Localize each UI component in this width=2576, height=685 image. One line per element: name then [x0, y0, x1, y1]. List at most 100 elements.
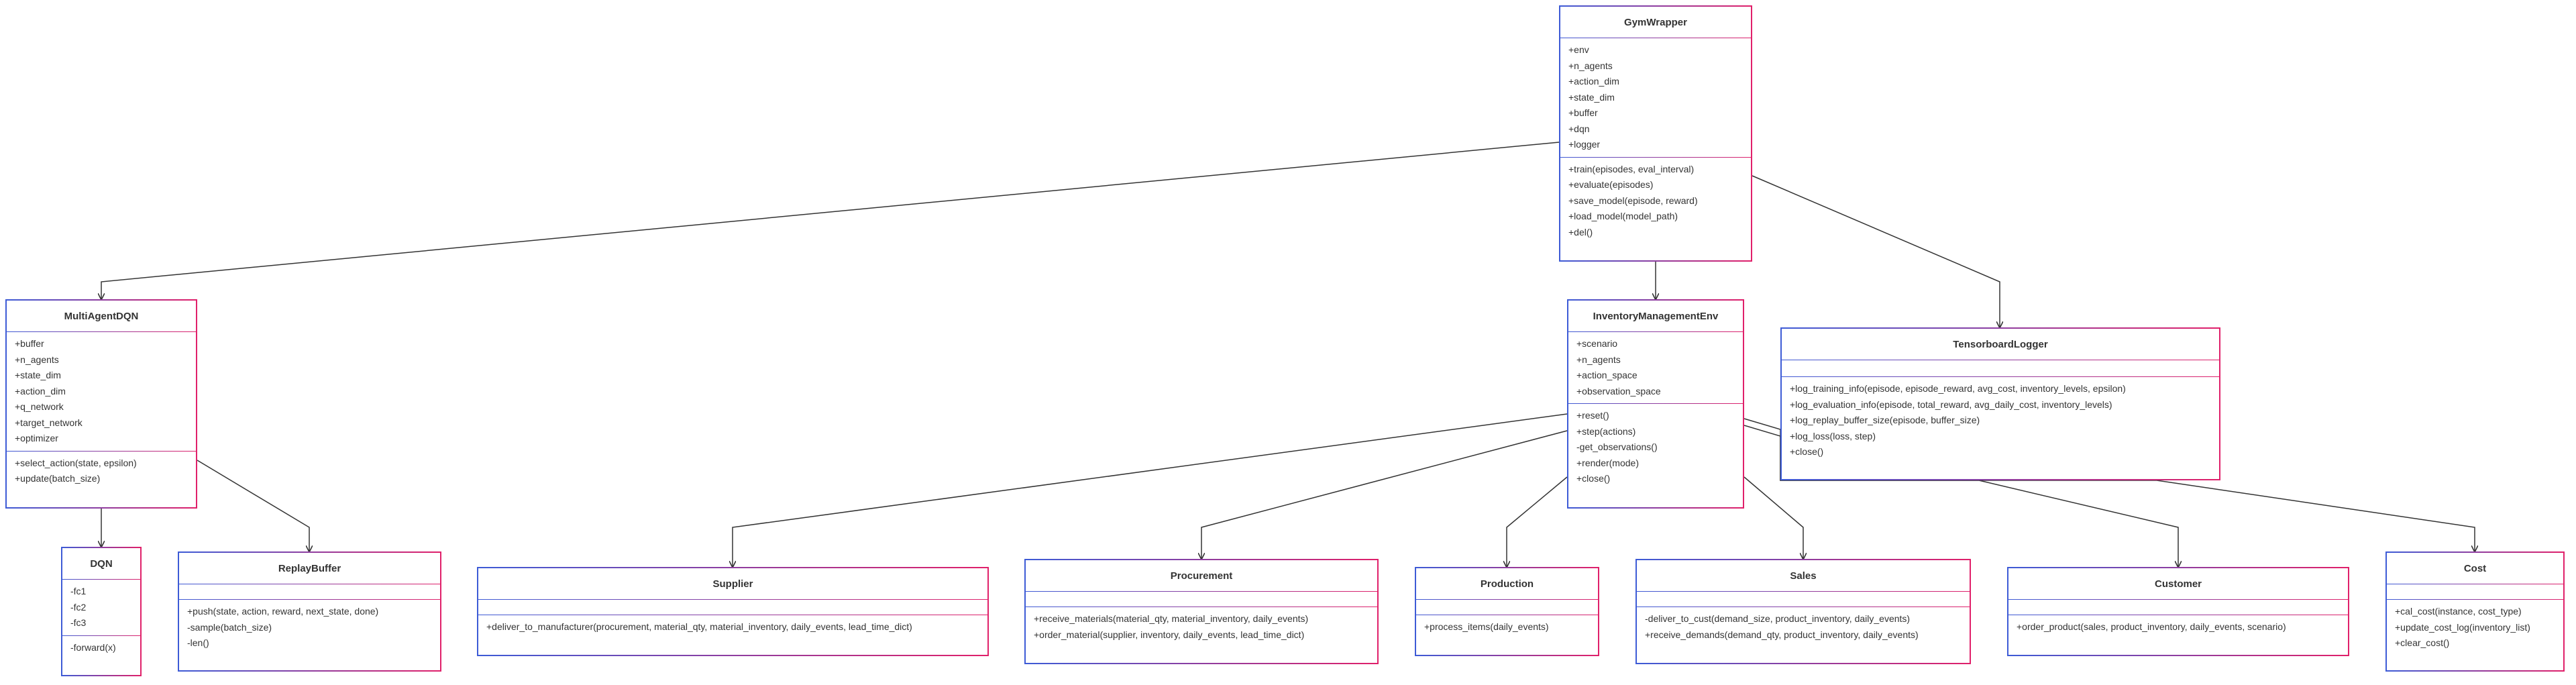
- class-method: +update_cost_log(inventory_list): [2395, 621, 2530, 633]
- class-divider: [7, 450, 196, 452]
- class-box-tensorboard-logger: TensorboardLogger +log_training_info(epis…: [1780, 327, 2220, 480]
- class-divider: [1026, 591, 1377, 592]
- edge-gym-wrapper-to-tensorboard-logger: [1752, 175, 2000, 327]
- class-attribute: +buffer: [15, 338, 44, 349]
- class-method: +clear_cost(): [2395, 637, 2450, 648]
- class-attribute: +n_agents: [1568, 60, 1613, 71]
- class-method: +save_model(episode, reward): [1568, 195, 1698, 206]
- class-attribute: +dqn: [1568, 123, 1590, 134]
- class-box-procurement: Procurement +receive_materials(material_q…: [1024, 559, 1379, 664]
- class-attributes: +env+n_agents+action_dim+state_dim+buffe…: [1560, 38, 1751, 157]
- class-attributes: [1416, 600, 1598, 615]
- class-method: +close(): [1576, 473, 1611, 484]
- class-attribute: +state_dim: [15, 370, 61, 380]
- class-method: +process_items(daily_events): [1424, 621, 1549, 632]
- class-methods: +push(state, action, reward, next_state,…: [179, 600, 440, 655]
- class-divider: [1560, 156, 1751, 158]
- class-attributes: +buffer+n_agents+state_dim+action_dim+q_…: [7, 332, 196, 451]
- class-attributes: [179, 584, 440, 599]
- class-attributes: [2008, 600, 2348, 615]
- class-divider: [1568, 403, 1743, 404]
- edge-inventory-env-to-production: [1507, 476, 1568, 567]
- class-attribute: +state_dim: [1568, 91, 1615, 103]
- class-method: +order_material(supplier, inventory, dai…: [1034, 629, 1305, 640]
- class-box-multi-agent-dqn: MultiAgentDQN +buffer +n_agents +state_dim +…: [5, 299, 197, 509]
- class-methods: +process_items(daily_events): [1416, 615, 1598, 639]
- class-method: -sample(batch_size): [187, 621, 272, 633]
- class-methods: +cal_cost(instance, cost_type) +update_co…: [2387, 600, 2563, 655]
- class-methods: +deliver_to_manufacturer(procurement, ma…: [478, 615, 987, 639]
- class-methods: +train(episodes, eval_interval)+evaluate…: [1560, 158, 1751, 245]
- class-divider: [1416, 599, 1598, 600]
- class-attribute: -fc2: [70, 601, 87, 613]
- class-divider: [62, 579, 140, 580]
- edge-gym-wrapper-to-multi-agent-dqn: [101, 142, 1560, 299]
- edge-inventory-env-to-sales: [1743, 476, 1803, 559]
- class-methods: -deliver_to_cust(demand_size, product_in…: [1637, 607, 1970, 647]
- class-attribute: +scenario: [1576, 338, 1618, 349]
- class-box-cost: Cost +cal_cost(instance, cost_type) +updat…: [2385, 551, 2565, 672]
- class-box-sales: Sales -deliver_to_cust(demand_size, produ…: [1635, 559, 1971, 664]
- class-method: +deliver_to_manufacturer(procurement, ma…: [486, 621, 912, 632]
- class-method: +close(): [1790, 446, 1824, 457]
- edge-inventory-env-to-cost: [1743, 418, 2475, 551]
- class-name: Cost: [2463, 562, 2487, 574]
- class-attributes: [478, 600, 987, 615]
- class-attribute: +n_agents: [15, 354, 59, 365]
- class-attribute: -fc1: [70, 586, 87, 596]
- class-box-dqn: DQN-fc1-fc2-fc3-forward(x): [61, 547, 142, 676]
- class-attribute: -fc3: [70, 617, 87, 628]
- class-methods: +log_training_info(episode, episode_rewa…: [1782, 377, 2219, 464]
- class-attributes: [1782, 360, 2219, 376]
- class-name: Production: [1480, 578, 1534, 590]
- class-attribute: +action_space: [1576, 370, 1638, 380]
- class-divider: [179, 599, 440, 600]
- class-attributes: +scenario+n_agents+action_space+observat…: [1568, 332, 1743, 403]
- class-method: +del(): [1568, 226, 1593, 238]
- class-method: +train(episodes, eval_interval): [1568, 163, 1695, 174]
- class-box-replay-buffer: ReplayBuffer+push(state, action, reward,…: [178, 551, 441, 672]
- class-method: -deliver_to_cust(demand_size, product_in…: [1645, 613, 1911, 624]
- class-method: +reset(): [1576, 410, 1609, 421]
- class-name: MultiAgentDQN: [64, 310, 139, 322]
- class-attributes: [1026, 592, 1377, 607]
- class-methods: -forward(x): [62, 636, 140, 660]
- class-divider: [478, 599, 987, 600]
- class-name: Sales: [1790, 570, 1817, 582]
- class-name: GymWrapper: [1624, 16, 1687, 28]
- class-attributes: [1637, 592, 1970, 607]
- class-divider: [2008, 599, 2348, 600]
- class-divider: [1637, 591, 1970, 592]
- class-box-customer: Customer +order_product(sales, product_in…: [2007, 567, 2349, 656]
- class-method: +step(actions): [1576, 425, 1636, 437]
- class-box-production: Production +process_items(daily_events): [1415, 567, 1599, 656]
- class-method: +order_product(sales, product_inventory,…: [2017, 621, 2286, 632]
- class-divider: [1782, 376, 2219, 377]
- class-attribute: +logger: [1568, 139, 1601, 150]
- class-method: +log_loss(loss, step): [1790, 430, 1876, 441]
- class-method: -get_observations(): [1576, 441, 1658, 452]
- class-box-gym-wrapper: GymWrapper +env+n_agents+action_dim+state…: [1559, 5, 1752, 262]
- class-method: +log_evaluation_info(episode, total_rewa…: [1790, 399, 2112, 410]
- class-attribute: +q_network: [15, 401, 64, 412]
- class-name: Procurement: [1170, 570, 1233, 582]
- class-method: +load_model(model_path): [1568, 211, 1678, 221]
- class-box-inventory-env: InventoryManagementEnv+scenario+n_agents…: [1567, 299, 1744, 509]
- class-method: +log_training_info(episode, episode_rewa…: [1790, 383, 2126, 394]
- class-method: +update(batch_size): [15, 473, 101, 484]
- class-name: Customer: [2154, 578, 2202, 590]
- edge-inventory-env-to-procurement: [1201, 430, 1568, 559]
- class-method: +push(state, action, reward, next_state,…: [187, 606, 379, 617]
- class-attribute: +target_network: [15, 417, 83, 428]
- class-method: +cal_cost(instance, cost_type): [2395, 606, 2522, 617]
- class-attribute: +buffer: [1568, 107, 1598, 118]
- class-divider: [2387, 599, 2563, 600]
- class-method: +receive_materials(material_qty, materia…: [1034, 613, 1309, 624]
- class-box-supplier: Supplier+deliver_to_manufacturer(procure…: [477, 567, 989, 656]
- class-name: TensorboardLogger: [1953, 338, 2048, 350]
- class-methods: +reset() +step(actions) -get_observations(…: [1568, 404, 1743, 491]
- class-method: -forward(x): [70, 641, 116, 653]
- class-method: +log_replay_buffer_size(episode, buffer_…: [1790, 415, 1980, 425]
- class-method: -len(): [187, 637, 209, 648]
